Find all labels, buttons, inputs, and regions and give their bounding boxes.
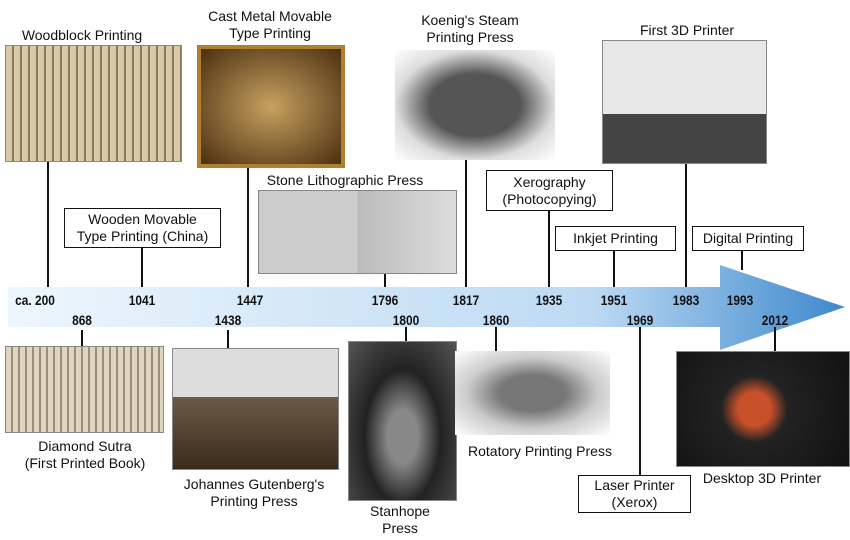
connector-line [81,330,83,346]
wooden-movable-box: Wooden Movable Type Printing (China) [64,208,221,248]
year-label: ca. 200 [15,292,55,308]
stanhope-title: Stanhope Press [370,503,430,536]
first-3d-image [602,40,767,164]
stanhope-image [348,341,457,501]
first-3d-title: First 3D Printer [639,22,735,38]
cast-metal-title: Cast Metal Movable Type Printing [208,8,332,41]
cast-metal-image [197,45,345,168]
year-label: 1969 [626,312,654,328]
connector-line [639,327,641,475]
connector-line [495,327,497,351]
year-label: 1983 [672,292,700,308]
year-label: 868 [72,312,92,328]
connector-line [47,160,49,287]
connector-line [141,247,143,287]
gutenberg-image [172,348,339,470]
inkjet-box: Inkjet Printing [555,226,676,251]
xerography-box: Xerography (Photocopying) [486,170,613,211]
year-label: 1993 [726,292,754,308]
connector-line [384,272,386,287]
rotatory-image [455,351,610,435]
connector-line [613,250,615,287]
stone-litho-title: Stone Lithographic Press [266,172,424,188]
connector-line [548,210,550,287]
diamond-sutra-image [5,346,164,433]
year-label: 1796 [371,292,399,308]
koenig-image [395,50,555,160]
connector-line [741,250,743,270]
digital-box: Digital Printing [692,226,804,251]
year-label: 1041 [128,292,156,308]
koenig-title: Koenig's Steam Printing Press [421,12,519,45]
connector-line [685,162,687,287]
diamond-sutra-title: Diamond Sutra (First Printed Book) [24,438,146,471]
laser-printer-box: Laser Printer (Xerox) [578,475,691,513]
year-label: 1438 [214,312,242,328]
year-label: 1800 [392,312,420,328]
year-label: 1860 [482,312,510,328]
year-label: 2012 [761,312,789,328]
year-label: 1447 [236,292,264,308]
year-label: 1935 [535,292,563,308]
connector-line [465,160,467,287]
desktop-3d-title: Desktop 3D Printer [702,470,822,486]
rotatory-title: Rotatory Printing Press [468,443,612,459]
stone-litho-image [258,190,457,274]
connector-line [405,327,407,341]
desktop-3d-image [676,351,850,467]
year-label: 1951 [600,292,628,308]
connector-line [774,327,776,351]
woodblock-title: Woodblock Printing [21,27,143,43]
year-label: 1817 [452,292,480,308]
connector-line [227,330,229,348]
woodblock-image [5,45,182,162]
connector-line [247,160,249,287]
gutenberg-title: Johannes Gutenberg's Printing Press [183,476,325,509]
